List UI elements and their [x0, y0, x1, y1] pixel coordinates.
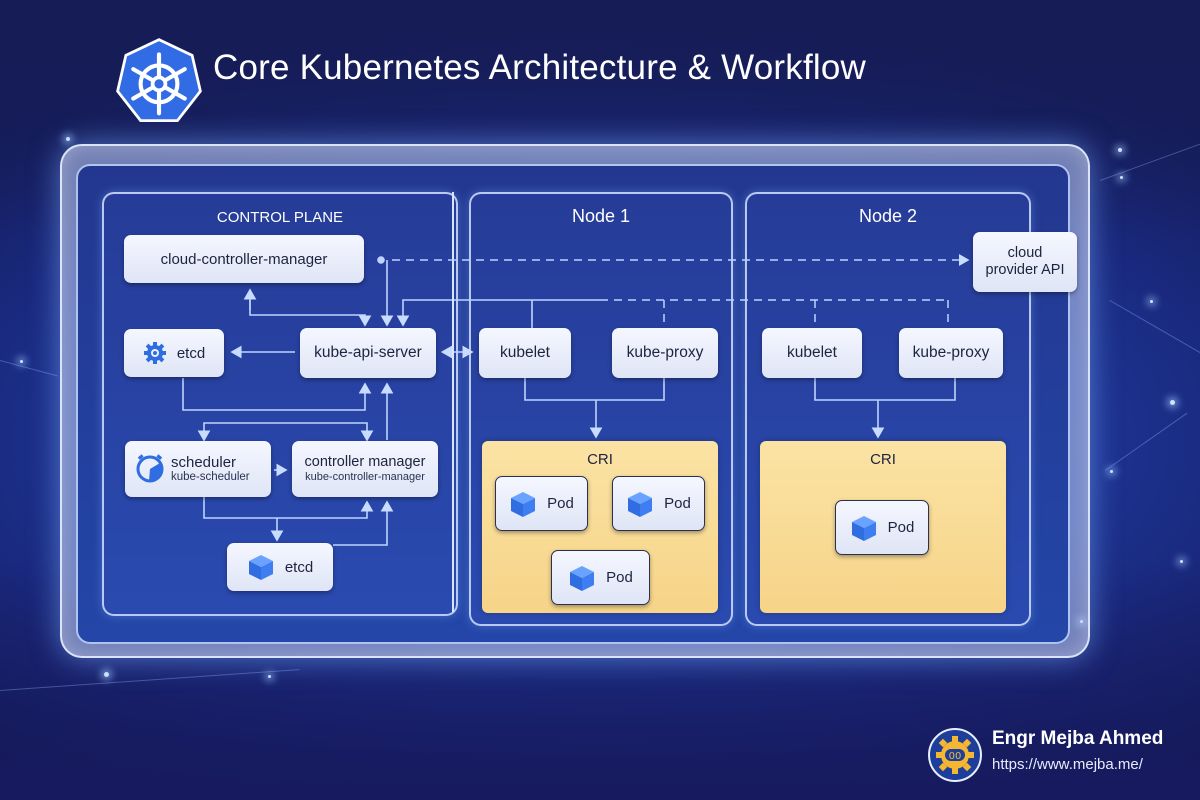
cube-icon — [511, 491, 536, 517]
node2-kube-proxy-box[interactable]: kube-proxy — [899, 328, 1003, 378]
cloud-provider-api-line2: provider API — [985, 262, 1065, 278]
node1-cri-title: CRI — [587, 451, 613, 468]
node1-pod[interactable]: Pod — [612, 476, 705, 531]
controller-manager-label: controller manager — [304, 454, 426, 471]
cube-icon — [248, 555, 273, 580]
etcd-top-label: etcd — [176, 344, 206, 362]
clock-dial-icon — [136, 454, 164, 483]
node2-pod[interactable]: Pod — [835, 500, 929, 555]
pod-label: Pod — [887, 519, 915, 536]
pod-label: Pod — [606, 569, 633, 586]
node1-title: Node 1 — [571, 206, 631, 226]
cloud-provider-api-line1: cloud — [1007, 245, 1043, 262]
node2-cri-title: CRI — [870, 451, 896, 468]
node1-pod[interactable]: Pod — [551, 550, 650, 605]
node1-pod[interactable]: Pod — [495, 476, 588, 531]
scheduler-box[interactable]: scheduler kube-scheduler — [125, 441, 271, 497]
pod-label: Pod — [547, 495, 574, 512]
scheduler-sublabel: kube-scheduler — [171, 471, 250, 484]
pod-label: Pod — [664, 495, 691, 512]
controller-manager-sublabel: kube-controller-manager — [305, 471, 425, 484]
cube-icon — [570, 565, 595, 591]
author-logo-text: 00 — [949, 751, 962, 762]
cube-icon — [628, 491, 653, 517]
scheduler-label: scheduler — [171, 453, 237, 471]
etcd-bottom-box[interactable]: etcd — [227, 543, 333, 591]
cloud-controller-manager-box[interactable]: cloud-controller-manager — [124, 235, 364, 283]
cloud-controller-manager-label: cloud-controller-manager — [160, 250, 328, 268]
author-url-link[interactable]: https://www.mejba.me/ — [992, 756, 1143, 773]
control-plane-title: CONTROL PLANE — [216, 209, 344, 226]
cube-icon — [851, 515, 876, 541]
kube-api-server-box[interactable]: kube-api-server — [300, 328, 436, 378]
etcd-top-box[interactable]: etcd — [124, 329, 224, 377]
node1-kubelet-box[interactable]: kubelet — [479, 328, 571, 378]
kubernetes-helm-icon — [116, 38, 202, 123]
cloud-provider-api-box[interactable]: cloud provider API — [973, 232, 1077, 292]
node2-kubelet-label: kubelet — [787, 344, 837, 361]
author-name: Engr Mejba Ahmed — [992, 728, 1164, 749]
controller-manager-box[interactable]: controller manager kube-controller-manag… — [292, 441, 438, 497]
author-logo: 00 — [928, 728, 982, 782]
node2-title: Node 2 — [858, 206, 918, 226]
gear-icon — [143, 342, 166, 364]
node1-kubelet-label: kubelet — [500, 344, 550, 361]
gear-icon: 00 — [936, 736, 974, 774]
node2-kubelet-box[interactable]: kubelet — [762, 328, 862, 378]
node2-kube-proxy-label: kube-proxy — [912, 344, 990, 361]
page-title: Core Kubernetes Architecture & Workflow — [213, 48, 866, 87]
etcd-bottom-label: etcd — [284, 558, 314, 576]
node1-kube-proxy-label: kube-proxy — [626, 344, 704, 361]
kube-api-server-label: kube-api-server — [314, 344, 422, 361]
node1-kube-proxy-box[interactable]: kube-proxy — [612, 328, 718, 378]
